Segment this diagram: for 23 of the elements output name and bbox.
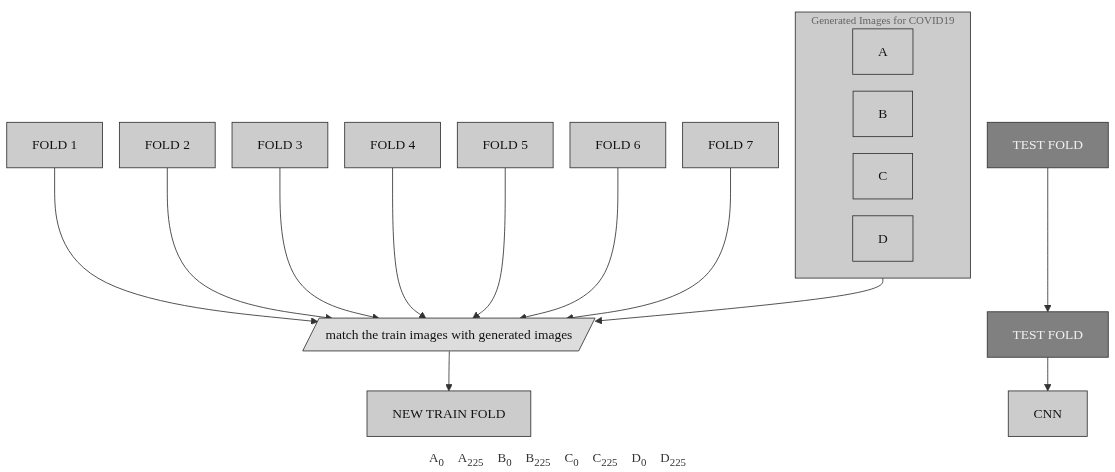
node-box: NEW TRAIN FOLD (366, 390, 532, 437)
axis-mark-label: A$_{0}$ (429, 450, 444, 468)
node-box: CNN (1007, 390, 1088, 437)
node-box: D (852, 215, 914, 262)
node-box: FOLD 6 (569, 121, 667, 169)
axis-mark-label: C$_{0}$ (564, 450, 579, 468)
axis-mark-label: D$_{0}$ (631, 450, 647, 468)
axis-mark-label: B$_{0}$ (497, 450, 512, 468)
node-box: FOLD 7 (682, 121, 779, 169)
axis-mark-label: C$_{225}$ (592, 450, 618, 468)
axis-mark-label: D$_{225}$ (660, 450, 686, 468)
node-box: A (852, 28, 914, 75)
node-box: TEST FOLD (986, 311, 1109, 358)
node-box: FOLD 4 (344, 121, 441, 169)
node-box: FOLD 2 (118, 121, 216, 169)
node-box: FOLD 5 (456, 121, 554, 169)
axis-mark-label: B$_{225}$ (525, 450, 551, 468)
node-box: FOLD 1 (6, 121, 103, 169)
axis-mark-label: A$_{225}$ (457, 450, 484, 468)
node-box: C (852, 153, 913, 200)
node-box: TEST FOLD (986, 121, 1109, 169)
node-box: FOLD 3 (231, 121, 329, 169)
node-box: B (852, 90, 913, 138)
